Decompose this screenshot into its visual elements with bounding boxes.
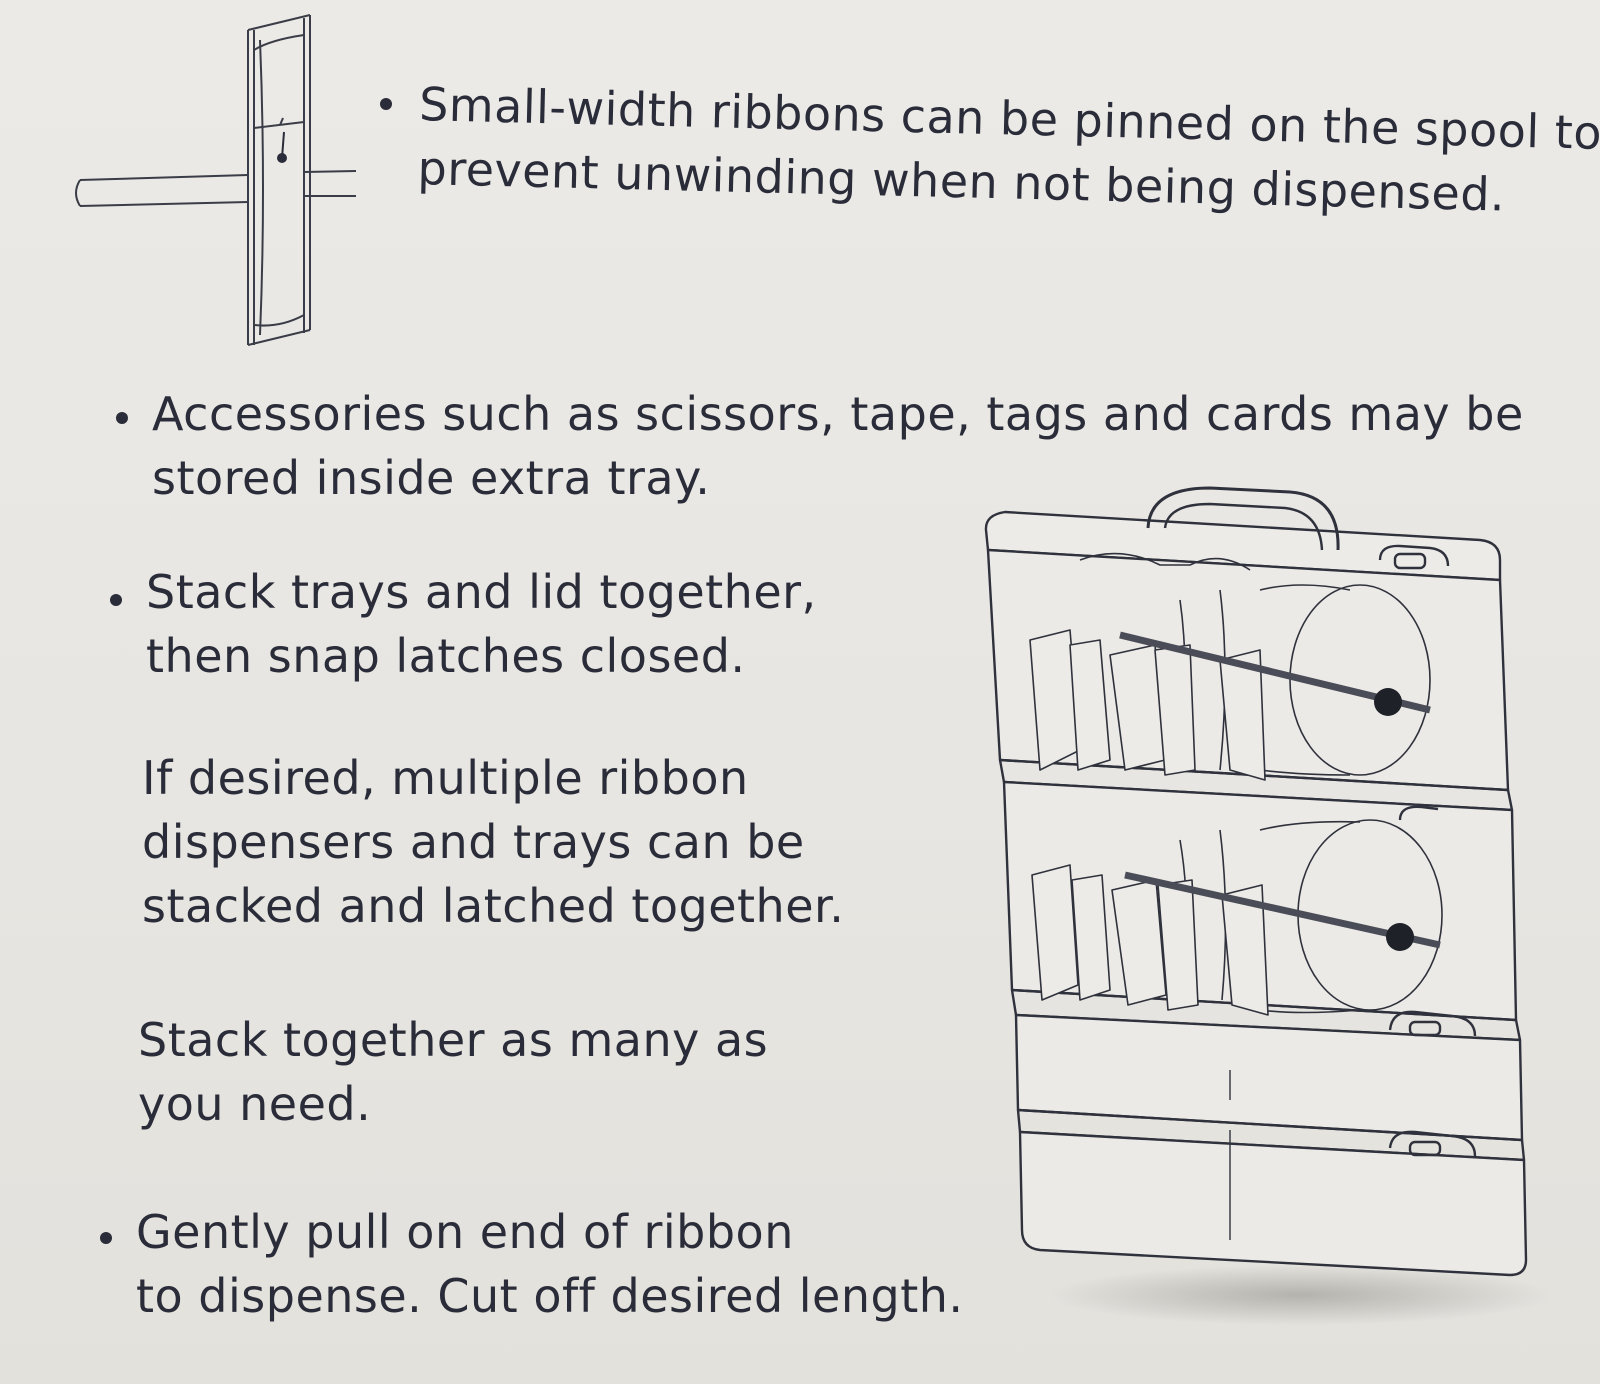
stacked-ribbon-dispenser-icon [984, 486, 1550, 1325]
text-line: stacked and latched together. [142, 879, 845, 933]
spool-pinned-ribbon-icon [75, 14, 357, 346]
text-line: dispensers and trays can be [142, 815, 805, 869]
text-line: If desired, multiple ribbon [142, 751, 749, 805]
text-line: to dispense. Cut off desired length. [136, 1269, 964, 1323]
bullet-dot [116, 412, 128, 424]
text-line: then snap latches closed. [146, 629, 746, 683]
text-line: Stack together as many as [138, 1013, 769, 1067]
text-line: Stack trays and lid together, [146, 565, 817, 619]
instruction-stack-many: Stack together as many as you need. [138, 1008, 768, 1136]
text-line: Accessories such as scissors, tape, tags… [152, 387, 1524, 441]
text-line: Gently pull on end of ribbon [136, 1205, 794, 1259]
bullet-dot [110, 594, 122, 606]
text-line: you need. [138, 1077, 372, 1131]
instruction-stack-trays: Stack trays and lid together, then snap … [146, 560, 817, 688]
bullet-dot [100, 1232, 112, 1244]
text-line: stored inside extra tray. [152, 451, 711, 505]
instruction-multiple-dispensers: If desired, multiple ribbon dispensers a… [142, 746, 844, 938]
bullet-dot [380, 98, 392, 110]
instruction-pull-ribbon: Gently pull on end of ribbon to dispense… [136, 1200, 964, 1328]
instruction-pin-ribbons: Small-width ribbons can be pinned on the… [417, 72, 1600, 229]
instruction-accessories: Accessories such as scissors, tape, tags… [152, 382, 1524, 510]
